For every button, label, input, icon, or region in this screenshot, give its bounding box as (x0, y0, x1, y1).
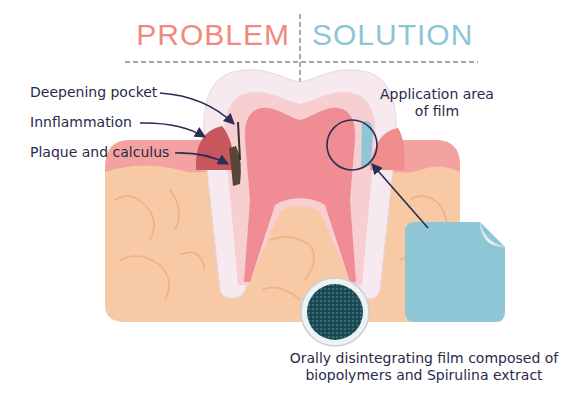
leader-arrow (175, 153, 228, 164)
part-label: Application area of film (376, 86, 498, 120)
leader-arrow (160, 93, 234, 124)
tooth-enamel (204, 70, 396, 299)
tooth-pulp (244, 108, 356, 282)
spirulina-film (307, 284, 363, 340)
petri-dish (301, 278, 369, 346)
tooth-dentin (225, 92, 376, 285)
divider-line (125, 62, 478, 63)
part-label: Plaque and calculus (30, 144, 170, 161)
part-label: Innflammation (30, 114, 135, 131)
part-label: Deepening pocket (30, 84, 155, 101)
caption-text: Orally disintegrating film composed of b… (268, 350, 580, 384)
leader-arrow (372, 164, 428, 228)
periodontal-pocket (238, 122, 240, 160)
leader-arrow (140, 123, 205, 137)
film-curl (480, 222, 505, 247)
film-sheet (405, 222, 505, 322)
panel-heading: SOLUTION (312, 18, 522, 51)
panel-heading: PROBLEM (90, 18, 290, 51)
applied-film (361, 121, 373, 166)
application-circle (327, 120, 377, 170)
